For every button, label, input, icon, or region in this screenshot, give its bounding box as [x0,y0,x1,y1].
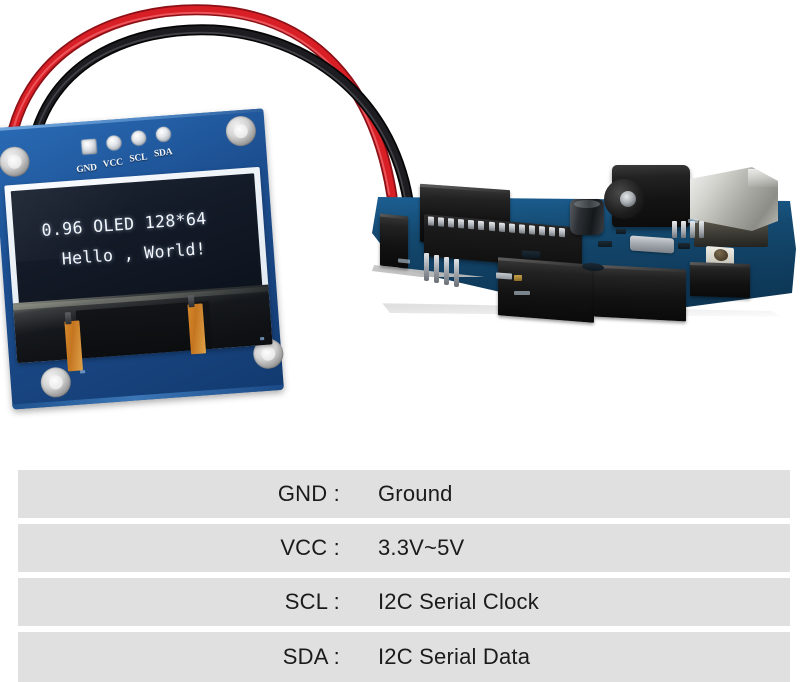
oled-screen-line-1: 0.96 OLED 128*64 [40,208,208,240]
header-pin-leg [424,253,429,281]
arduino-uno-board [372,155,796,345]
product-photo: GND VCC SCL SDA 0.96 OLED 128*64 Hello ,… [0,0,800,455]
pcb-silkscreen-mark [514,291,530,295]
ground-wire-highlight [29,31,406,199]
pcb-silkscreen-mark [688,219,698,223]
pcb-silkscreen-mark [80,370,86,374]
oled-display-module: GND VCC SCL SDA 0.96 OLED 128*64 Hello ,… [0,108,285,410]
connection-wires-group [2,4,414,206]
pin-header-block [498,257,594,323]
smd-component [616,229,626,234]
table-row: VCC : 3.3V~5V [18,524,790,572]
silkscreen-label-scl: SCL [128,152,148,165]
oled-screen-line-2: Hello , World! [61,239,207,269]
smd-component [598,241,612,247]
table-row: SCL : I2C Serial Clock [18,578,790,626]
electrolytic-capacitor [570,199,604,235]
pin-name-label: GND : [277,481,340,506]
header-pin-leg [434,255,439,283]
pcb-silkscreen-mark [260,336,265,341]
smd-component [678,243,690,249]
header-pin-leg [444,257,449,285]
pin-description: I2C Serial Data [378,644,531,669]
smd-diode [514,275,522,281]
table-row: GND : Ground [18,470,790,518]
pin-name-label: SCL : [284,589,340,614]
silkscreen-label-sda: SDA [153,147,173,160]
barrel-jack-center-pin [620,191,636,207]
pin-name-label: VCC : [280,535,340,560]
pin-description: Ground [378,481,453,506]
pin-header-block [594,264,686,322]
solder-pad-gnd [81,138,98,155]
usb-connector-pins [672,221,716,239]
pin-name-label: SDA : [282,644,340,669]
header-pin-leg [454,259,459,287]
silkscreen-label-gnd: GND [75,162,98,176]
smd-resistor [496,272,512,280]
usb-b-connector [690,167,778,231]
pin-description: I2C Serial Clock [378,589,539,614]
smd-component [522,250,540,259]
pin-description: 3.3V~5V [378,535,465,560]
table-row: SDA : I2C Serial Data [18,632,790,682]
silkscreen-label-vcc: VCC [102,157,124,170]
pinout-reference-table: GND : Ground VCC : 3.3V~5V SCL : I2C Ser… [0,455,800,682]
crystal-oscillator [630,235,674,254]
pin-header-block [690,261,750,299]
